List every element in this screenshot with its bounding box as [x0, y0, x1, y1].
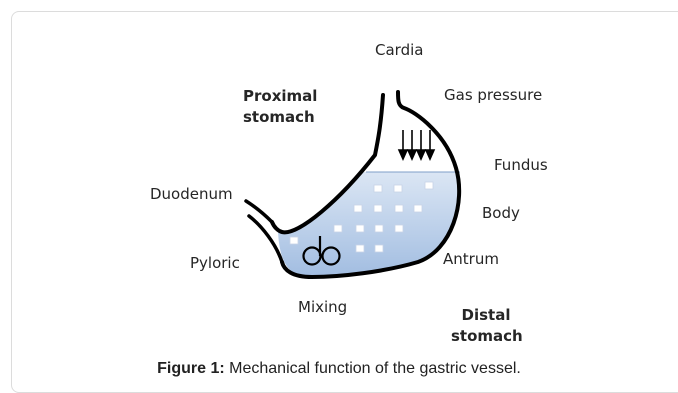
- figure-caption-prefix: Figure 1:: [157, 360, 225, 377]
- cardia-label: Cardia: [375, 41, 423, 59]
- fundus-label: Fundus: [494, 156, 548, 174]
- proximal-stomach-label: Proximal stomach: [243, 86, 321, 128]
- antrum-label: Antrum: [443, 250, 499, 268]
- stomach-diagram: [0, 0, 678, 385]
- pyloric-label: Pyloric: [190, 254, 240, 272]
- mixing-label: Mixing: [298, 298, 347, 316]
- figure-caption-text: Mechanical function of the gastric vesse…: [225, 360, 521, 377]
- distal-stomach-label: Distal stomach: [451, 305, 521, 347]
- body-label: Body: [482, 204, 520, 222]
- gas-pressure-arrows: [399, 130, 434, 159]
- figure-caption: Figure 1: Mechanical function of the gas…: [0, 360, 678, 378]
- gas-pressure-label: Gas pressure: [444, 86, 542, 104]
- duodenum-label: Duodenum: [150, 185, 233, 203]
- duodenum-lower-wall: [249, 216, 282, 262]
